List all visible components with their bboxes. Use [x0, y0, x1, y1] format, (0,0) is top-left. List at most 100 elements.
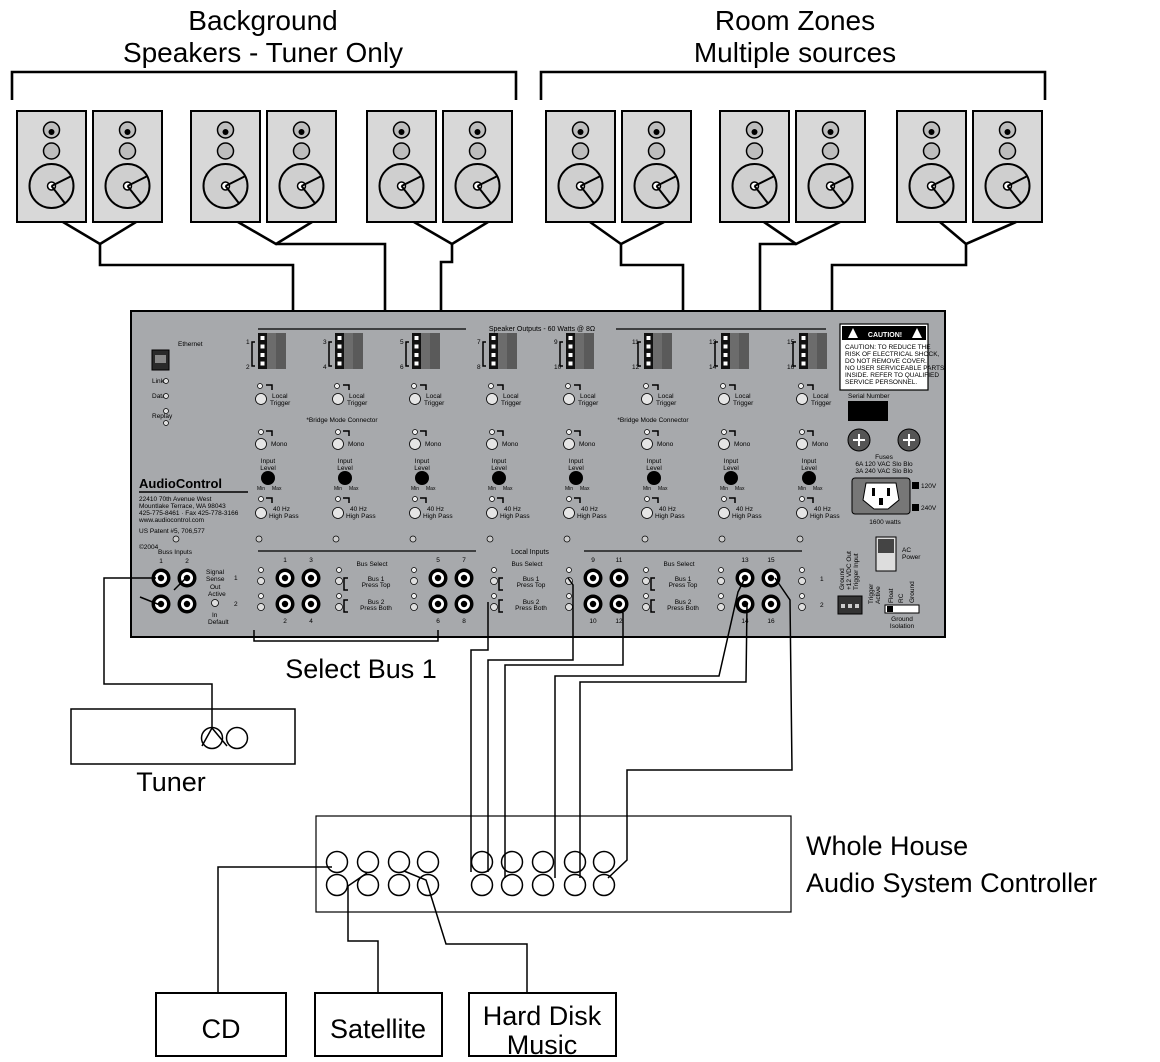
mono-button[interactable] — [332, 438, 344, 450]
controller-jack[interactable] — [500, 873, 524, 897]
high-pass-button[interactable] — [796, 507, 808, 519]
speaker-terminal-block[interactable] — [489, 333, 498, 369]
controller-jack[interactable] — [325, 873, 349, 897]
terminal-screw-icon — [723, 353, 728, 357]
mono-button[interactable] — [718, 438, 730, 450]
local-trigger-button[interactable] — [563, 393, 575, 405]
bus-select-button[interactable] — [335, 603, 343, 611]
speaker-terminal-block[interactable] — [335, 333, 344, 369]
local-trigger-label-1: Local — [503, 393, 519, 400]
bus-select-button[interactable] — [410, 603, 418, 611]
mono-button[interactable] — [255, 438, 267, 450]
mono-button[interactable] — [641, 438, 653, 450]
mono-led-icon — [799, 429, 805, 435]
input-level-knob[interactable] — [415, 471, 429, 485]
mono-led-icon — [566, 429, 572, 435]
controller-jack[interactable] — [500, 850, 524, 874]
mono-button[interactable] — [409, 438, 421, 450]
local-trigger-button[interactable] — [718, 393, 730, 405]
speaker-terminal-block[interactable] — [644, 333, 653, 369]
mono-button[interactable] — [796, 438, 808, 450]
controller-jack[interactable] — [470, 850, 494, 874]
controller-jack[interactable] — [356, 873, 380, 897]
midrange-icon — [647, 142, 666, 160]
input-level-knob[interactable] — [338, 471, 352, 485]
channel-number-top: 1 — [246, 339, 250, 346]
input-level-knob[interactable] — [492, 471, 506, 485]
terminal-screw-icon — [855, 604, 859, 608]
high-pass-button[interactable] — [563, 507, 575, 519]
local-trigger-button[interactable] — [641, 393, 653, 405]
local-trigger-button[interactable] — [409, 393, 421, 405]
bus-select-button[interactable] — [717, 577, 725, 585]
speaker-terminal-block[interactable] — [258, 333, 267, 369]
panel-screw-icon — [718, 535, 726, 543]
speaker-terminal-block[interactable] — [799, 333, 808, 369]
signal-sense-button[interactable] — [211, 599, 219, 607]
trigger-indicator-icon — [343, 384, 350, 390]
input-level-knob[interactable] — [261, 471, 275, 485]
controller-jack[interactable] — [531, 850, 555, 874]
midrange-icon — [42, 142, 61, 160]
high-pass-button[interactable] — [641, 507, 653, 519]
bus-select-button[interactable] — [257, 603, 265, 611]
mono-button[interactable] — [486, 438, 498, 450]
bus-led-icon — [566, 593, 572, 599]
bus-select-button[interactable] — [798, 603, 806, 611]
caution-title: CAUTION! — [868, 332, 902, 339]
controller-jack[interactable] — [563, 850, 587, 874]
local-trigger-button[interactable] — [486, 393, 498, 405]
high-pass-button[interactable] — [255, 507, 267, 519]
bus-select-button[interactable] — [798, 577, 806, 585]
local-trigger-button[interactable] — [332, 393, 344, 405]
input-level-knob[interactable] — [647, 471, 661, 485]
terminal-plug-face — [575, 333, 584, 369]
input-level-knob[interactable] — [724, 471, 738, 485]
woofer-cone-icon — [1006, 175, 1028, 205]
copyright-label: ©2004 — [139, 543, 159, 551]
controller-jack[interactable] — [387, 850, 411, 874]
controller-jack[interactable] — [592, 850, 616, 874]
tuner-output-jack-right[interactable] — [225, 726, 249, 750]
bus1-label-2: Press Top — [517, 582, 546, 589]
replay-button-icon[interactable] — [163, 420, 169, 426]
high-pass-button[interactable] — [409, 507, 421, 519]
high-pass-button[interactable] — [486, 507, 498, 519]
high-pass-button[interactable] — [718, 507, 730, 519]
controller-jack[interactable] — [416, 850, 440, 874]
ground-isolation-switch[interactable] — [884, 604, 920, 614]
bus-led-icon — [411, 567, 417, 573]
controller-jack[interactable] — [470, 873, 494, 897]
bus-select-button[interactable] — [565, 603, 573, 611]
local-trigger-button[interactable] — [796, 393, 808, 405]
bus-select-button[interactable] — [717, 603, 725, 611]
local-trigger-label-1: Local — [580, 393, 596, 400]
controller-jack[interactable] — [592, 873, 616, 897]
high-pass-label-2: High Pass — [423, 513, 453, 520]
controller-jack[interactable] — [563, 873, 587, 897]
tuner-output-jack-left[interactable] — [200, 726, 224, 750]
bus-select-button[interactable] — [335, 577, 343, 585]
high-pass-button[interactable] — [332, 507, 344, 519]
controller-jack[interactable] — [387, 873, 411, 897]
panel-screw-icon — [172, 535, 180, 543]
speaker-terminal-block[interactable] — [566, 333, 575, 369]
speaker-terminal-block[interactable] — [412, 333, 421, 369]
bus-select-button[interactable] — [490, 577, 498, 585]
input-level-knob[interactable] — [569, 471, 583, 485]
bus-select-button[interactable] — [410, 577, 418, 585]
out-active-label-2: Active — [208, 591, 226, 598]
bus-select-button[interactable] — [257, 577, 265, 585]
ethernet-jack-icon — [155, 355, 166, 363]
bus-select-button[interactable] — [642, 603, 650, 611]
speaker-terminal-block[interactable] — [721, 333, 730, 369]
bus-select-button[interactable] — [642, 577, 650, 585]
bus-select-button[interactable] — [490, 603, 498, 611]
input-level-knob[interactable] — [802, 471, 816, 485]
controller-jack[interactable] — [356, 850, 380, 874]
controller-jack[interactable] — [531, 873, 555, 897]
mono-button[interactable] — [563, 438, 575, 450]
local-trigger-button[interactable] — [255, 393, 267, 405]
controller-jack[interactable] — [325, 850, 349, 874]
